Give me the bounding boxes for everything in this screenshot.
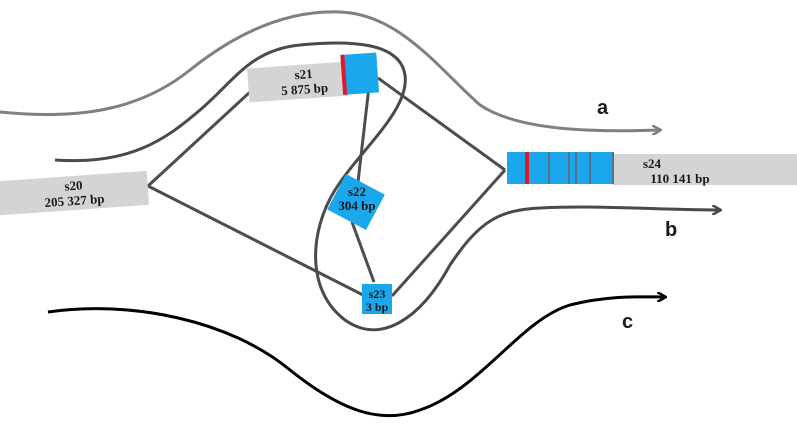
segment-s22-block [327,174,385,230]
segment-s21-bar [247,61,350,103]
path-b-curve [54,41,720,332]
segment-s24: s24 110 141 bp [507,152,797,186]
path-a-curve [0,10,660,131]
segment-s24-red-variant [525,152,529,184]
segment-s22 [327,174,385,230]
segment-s21-red-variant [340,54,348,95]
edge-s20-s23 [147,184,366,298]
segment-s20-name: s20 [64,177,83,193]
segment-s22-name: s22 [348,184,366,199]
edge-s21-s22 [356,77,372,183]
segment-s20: s20 205 327 bp [0,170,150,216]
segment-s24-bar [612,154,797,185]
segment-s24-stripe-4 [589,152,591,184]
segment-s20-length: 205 327 bp [44,191,105,210]
segment-s22-length: 304 bp [338,198,375,213]
segment-s21: s21 5 875 bp [247,52,380,103]
path-c-curve [47,297,665,418]
graph-edges [146,76,507,298]
edge-s22-s23 [350,221,376,283]
path-b-label: b [665,219,677,241]
edge-s21-s24 [377,76,506,172]
segment-s23-length: 3 bp [366,300,389,314]
segment-s24-stripe-1 [548,152,550,184]
segment-s24-stripe-3 [575,152,577,184]
path-c-label: c [622,311,633,333]
edge-s23-s24 [390,168,507,298]
segment-s21-length: 5 875 bp [281,80,329,98]
path-a-label: a [597,97,609,119]
edge-s20-s21 [146,90,252,188]
segment-s24-blue-block [507,152,614,184]
segment-s24-stripe-2 [568,152,570,184]
segment-s24-length: 110 141 bp [650,171,709,186]
segment-s21-blue-block [342,52,380,95]
segment-s24-stripe-5 [612,152,614,184]
segment-s23-block [362,284,392,314]
segment-s20-bar [0,170,150,216]
segment-s24-name: s24 [643,156,662,171]
segment-s23: s23 3 bp [362,284,392,314]
segment-s23-name: s23 [369,287,386,301]
segment-s21-name: s21 [294,66,313,82]
